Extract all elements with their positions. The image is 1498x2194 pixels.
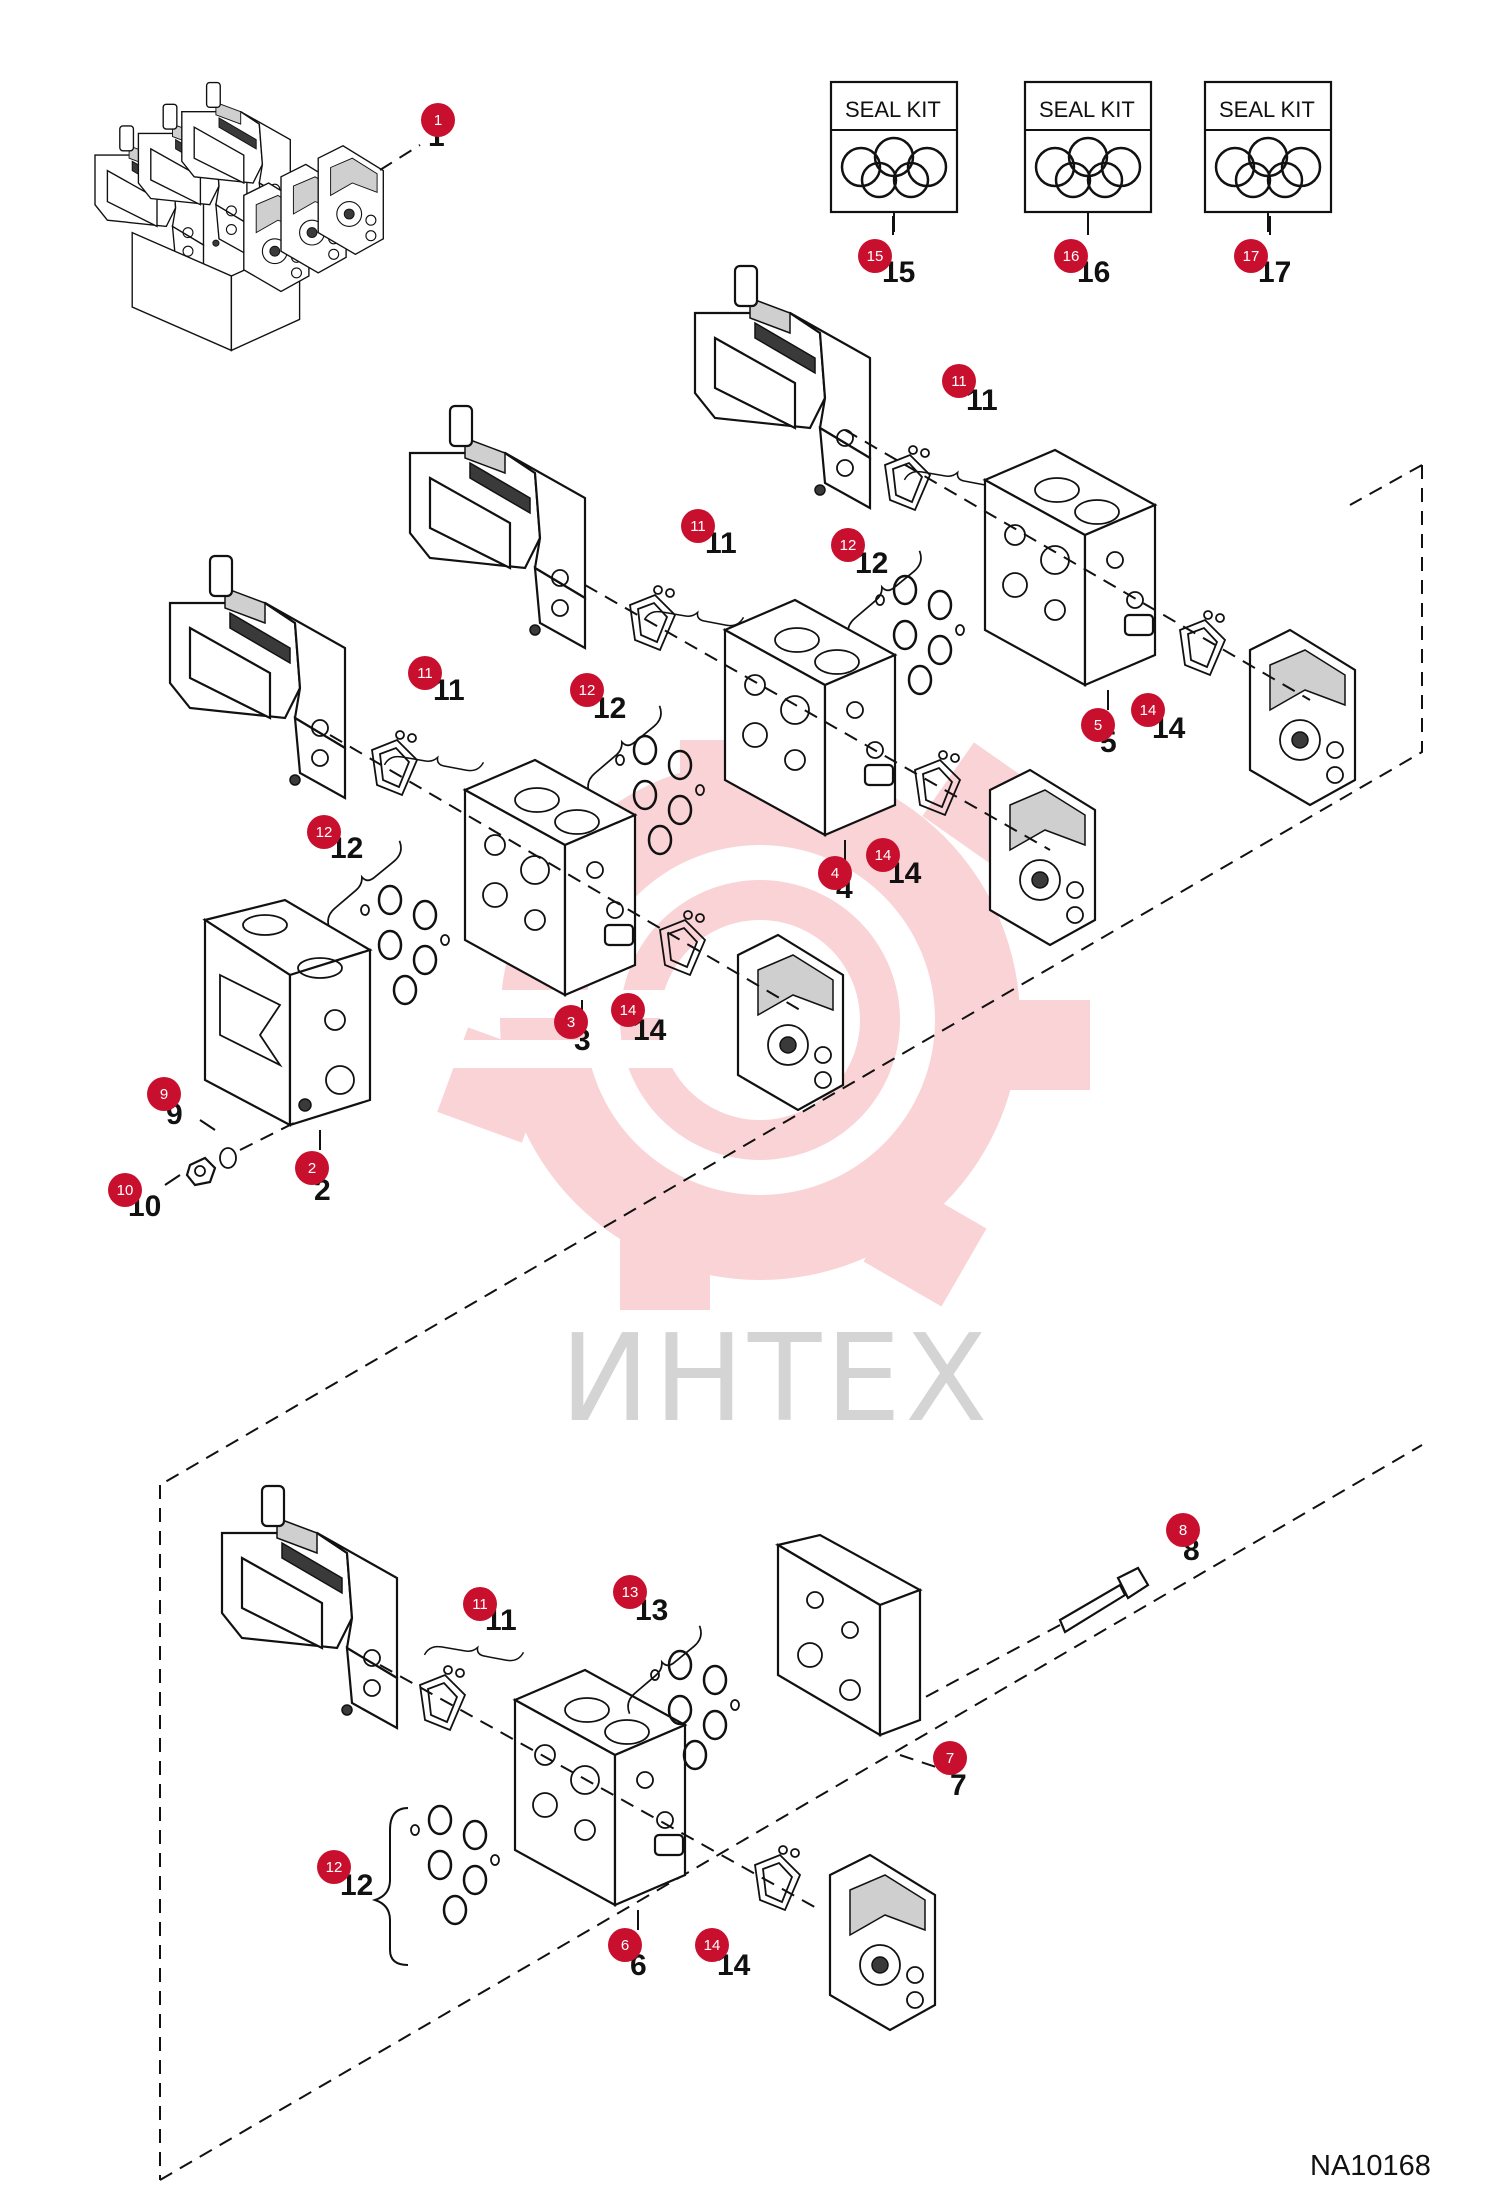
section-frame-lower [159, 1444, 1423, 2181]
callout-bubble-12[interactable]: 12 [317, 1850, 351, 1884]
callout-bubble-11[interactable]: 11 [942, 364, 976, 398]
svg-text:15: 15 [867, 248, 884, 265]
callout-bubble-10[interactable]: 10 [108, 1173, 142, 1207]
callout-bubble-7[interactable]: 7 [933, 1741, 967, 1775]
callout-bubble-6[interactable]: 6 [608, 1928, 642, 1962]
svg-text:11: 11 [472, 1596, 488, 1613]
svg-text:8: 8 [1179, 1522, 1187, 1539]
svg-text:16: 16 [1063, 248, 1080, 265]
watermark-text: ИНТЕХ [560, 1310, 991, 1449]
svg-text:4: 4 [831, 865, 839, 882]
seal-kit-label: SEAL KIT [1039, 97, 1135, 122]
callout-bubble-5[interactable]: 5 [1081, 708, 1115, 742]
svg-text:1: 1 [434, 112, 442, 129]
svg-text:5: 5 [1094, 717, 1102, 734]
callout-bubble-14[interactable]: 14 [611, 993, 645, 1027]
seal-kit-17: SEAL KIT [1203, 80, 1333, 232]
seal-kit-label: SEAL KIT [845, 97, 941, 122]
tie-bolt-8 [919, 1566, 1150, 1701]
svg-text:9: 9 [160, 1086, 168, 1103]
outlet-section-7 [775, 1533, 946, 1771]
inlet-section-2 [202, 898, 373, 1127]
callout-bubble-11[interactable]: 11 [408, 656, 442, 690]
callout-bubble-12[interactable]: 12 [570, 673, 604, 707]
svg-text:11: 11 [690, 518, 706, 535]
svg-text:12: 12 [316, 824, 333, 841]
svg-text:2: 2 [308, 1160, 316, 1177]
callout-bubble-15[interactable]: 15 [858, 239, 892, 273]
callout-bubble-2[interactable]: 2 [295, 1151, 329, 1185]
callout-bubble-17[interactable]: 17 [1234, 239, 1268, 273]
o-ring-set-icon [1034, 136, 1142, 199]
svg-text:11: 11 [951, 373, 967, 390]
callout-bubble-14[interactable]: 14 [1131, 693, 1165, 727]
washer-9 [219, 1147, 237, 1169]
svg-text:6: 6 [621, 1937, 629, 1954]
callout-bubble-4[interactable]: 4 [818, 856, 852, 890]
svg-text:3: 3 [567, 1014, 575, 1031]
part-number-labels: 15 16 17 11 11 11 11 12 12 12 12 13 14 1… [128, 120, 1291, 1982]
svg-text:7: 7 [950, 1769, 967, 1802]
callout-bubble-11[interactable]: 11 [463, 1587, 497, 1621]
callout-bubble-9[interactable]: 9 [147, 1077, 181, 1111]
seal-kit-16: SEAL KIT [1023, 80, 1153, 232]
nut-10 [185, 1156, 217, 1187]
svg-text:14: 14 [1140, 702, 1157, 719]
svg-text:12: 12 [326, 1859, 343, 1876]
svg-text:13: 13 [622, 1584, 639, 1601]
drawing-code: NA10168 [1310, 2150, 1431, 2182]
callout-bubble-14[interactable]: 14 [695, 1928, 729, 1962]
svg-text:10: 10 [117, 1182, 134, 1199]
callout-bubble-3[interactable]: 3 [554, 1005, 588, 1039]
callout-bubble-12[interactable]: 12 [831, 528, 865, 562]
callout-bubble-11[interactable]: 11 [681, 509, 715, 543]
svg-text:14: 14 [704, 1937, 721, 1954]
callout-bubble-1[interactable]: 1 [421, 103, 455, 137]
callout-bubble-16[interactable]: 16 [1054, 239, 1088, 273]
o-ring-set-icon [1214, 136, 1322, 199]
svg-text:12: 12 [579, 682, 596, 699]
valve-section-4 [408, 404, 1097, 947]
section-frame-upper [159, 464, 1423, 1486]
o-ring-set-icon [840, 136, 948, 199]
callout-bubbles: 1 15 16 17 11 11 11 11 12 12 12 12 13 14… [108, 103, 1268, 1962]
valve-section-6 [220, 1484, 937, 2032]
callout-bubble-8[interactable]: 8 [1166, 1513, 1200, 1547]
svg-text:12: 12 [840, 537, 857, 554]
seal-kit-15: SEAL KIT [829, 80, 959, 232]
valve-section-5 [693, 264, 1357, 807]
svg-text:7: 7 [946, 1750, 954, 1767]
seal-kit-label: SEAL KIT [1219, 97, 1315, 122]
svg-text:17: 17 [1243, 248, 1260, 265]
callout-bubble-12[interactable]: 12 [307, 815, 341, 849]
svg-text:14: 14 [620, 1002, 637, 1019]
callout-bubble-14[interactable]: 14 [866, 838, 900, 872]
valve-assembly-complete [94, 81, 384, 352]
callout-bubble-13[interactable]: 13 [613, 1575, 647, 1609]
svg-text:11: 11 [417, 665, 433, 682]
svg-text:14: 14 [875, 847, 892, 864]
